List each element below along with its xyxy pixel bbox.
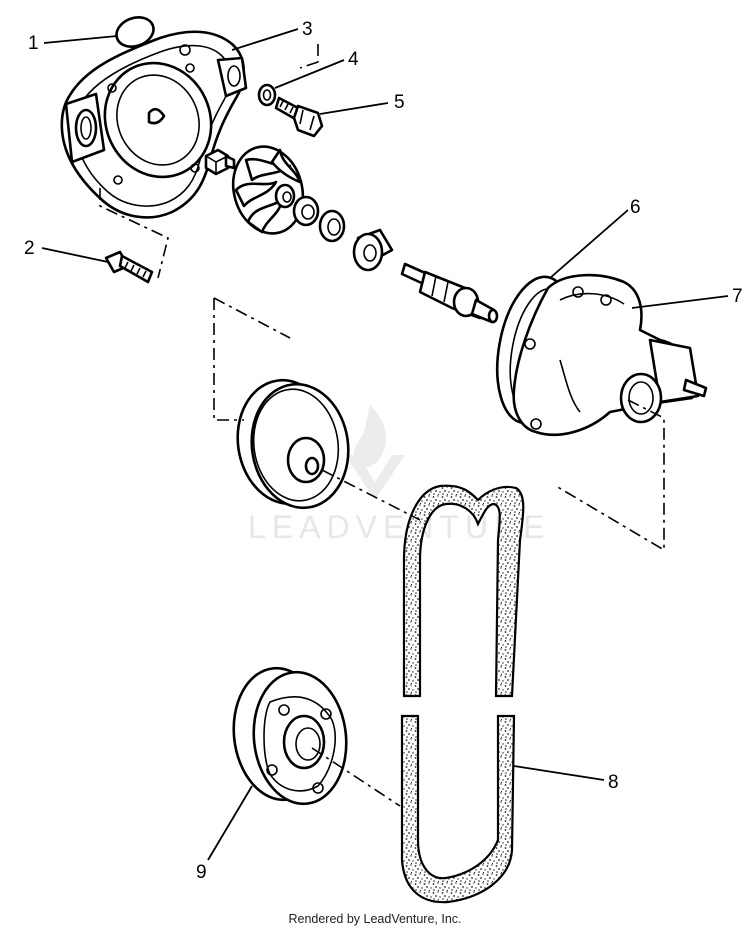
oil-seal [318,209,346,243]
callout-2: 2 [24,238,109,263]
callout-label: 7 [732,286,743,307]
alignment-lines [99,44,665,807]
pump-shaft [400,262,499,324]
mounting-bolt [104,250,154,284]
callout-label: 6 [630,197,641,218]
mechanical-seal [292,195,320,227]
pump-pulley [236,378,350,510]
pump-cover-gasket [60,30,248,219]
watermark-text: LEADVENTURE [248,509,551,545]
callout-label: 9 [196,862,207,883]
callout-label: 2 [24,238,35,259]
watermark: LEADVENTURE [248,405,551,545]
footer-credit: Rendered by LeadVenture, Inc. [288,912,462,926]
callout-3: 3 [231,19,313,51]
callout-label: 5 [394,92,405,113]
callout-8: 8 [513,765,619,793]
plug-cap [115,16,155,48]
washer [257,83,277,107]
callout-5: 5 [319,92,405,115]
callout-9: 9 [196,785,253,883]
drive-pulley [232,666,348,806]
parts-diagram: LEADVENTURE [24,16,743,904]
drain-bolt [274,96,324,138]
callout-4: 4 [274,49,359,89]
callout-label: 1 [28,33,39,54]
callout-1: 1 [28,33,118,54]
pump-housing [495,273,708,437]
bearing-collar [352,228,394,272]
impeller [231,145,305,235]
callout-label: 8 [608,772,619,793]
drive-belt [400,484,525,904]
impeller-nut [204,148,236,176]
callout-label: 4 [348,49,359,70]
callout-label: 3 [302,19,313,40]
callout-6: 6 [549,197,641,279]
callout-7: 7 [631,286,743,309]
